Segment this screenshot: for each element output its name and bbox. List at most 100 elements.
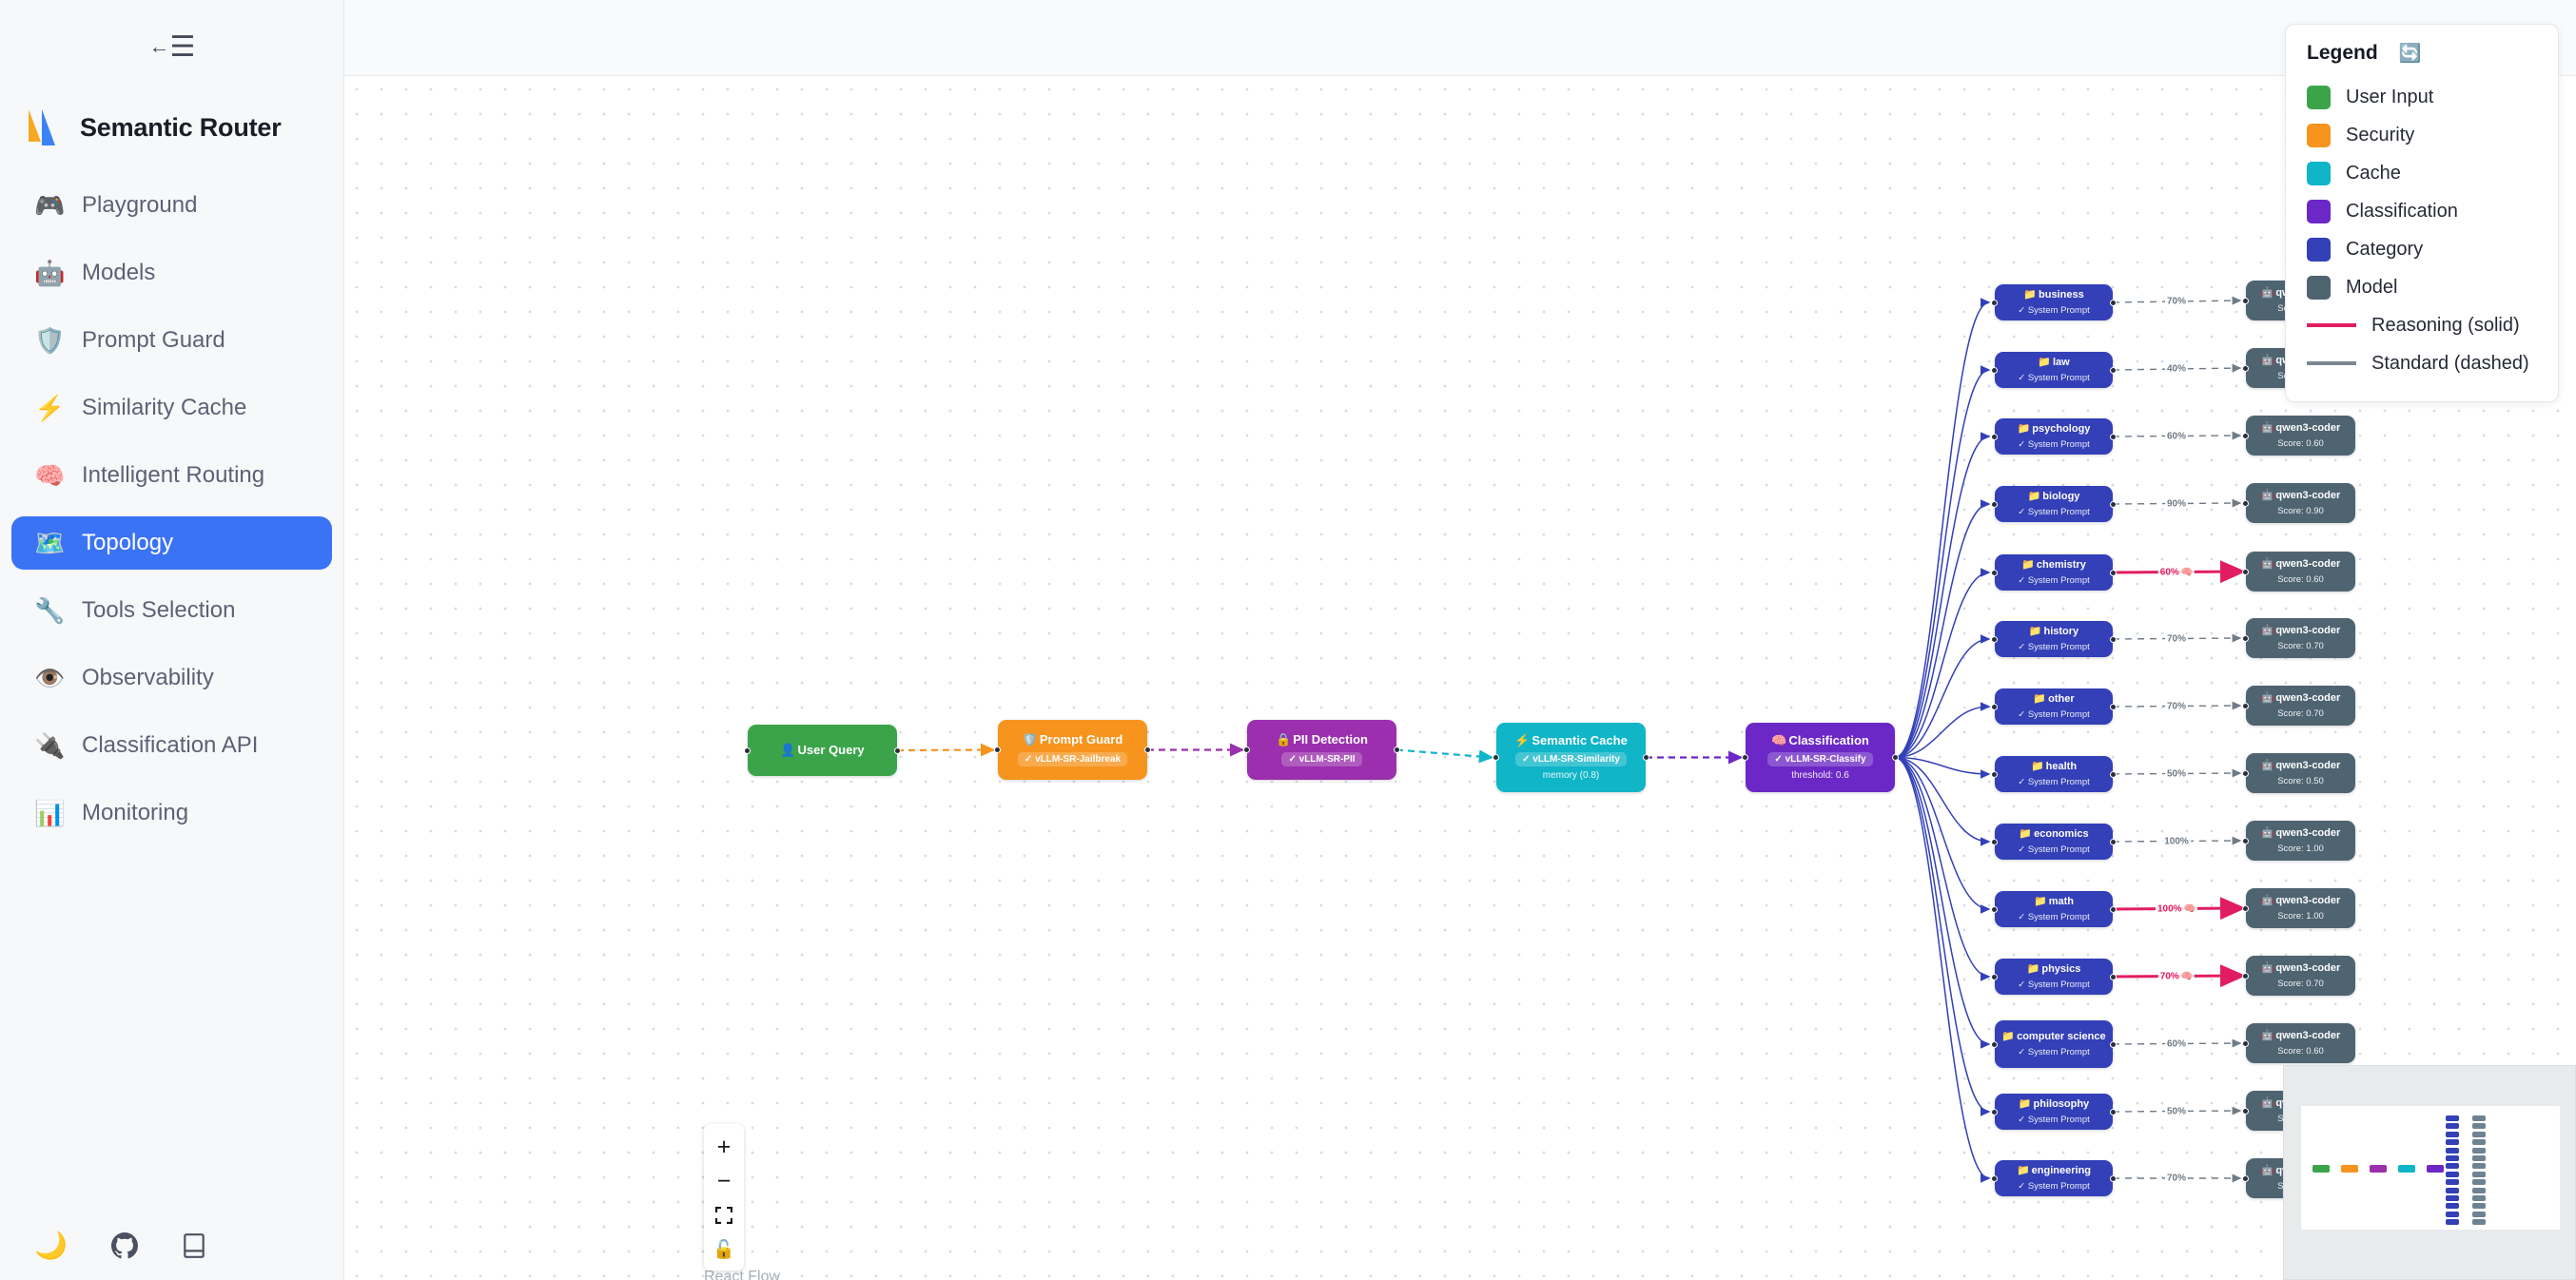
node-handle-right[interactable] <box>2110 1174 2117 1182</box>
github-icon[interactable] <box>110 1232 138 1259</box>
lock-button[interactable]: 🔓 <box>704 1232 744 1267</box>
node-handle-left[interactable] <box>1991 569 1998 576</box>
node-handle-left[interactable] <box>2242 1174 2249 1182</box>
category-node-health[interactable]: 📁health✓ System Prompt <box>1991 756 2117 792</box>
node-handle-right[interactable] <box>2110 299 2117 306</box>
node-handle-right[interactable] <box>1892 754 1899 761</box>
sidebar-item-prompt-guard[interactable]: 🛡️Prompt Guard <box>11 314 332 367</box>
zoom-in-button[interactable]: + <box>704 1130 744 1164</box>
pipeline-node-pii-detection[interactable]: 🔒PII Detection✓ vLLM-SR-PII <box>1243 720 1400 780</box>
node-handle-left[interactable] <box>2242 499 2249 507</box>
category-node-biology[interactable]: 📁biology✓ System Prompt <box>1991 486 2117 522</box>
node-handle-left[interactable] <box>1742 754 1748 761</box>
moon-icon[interactable]: 🌙 <box>34 1231 68 1260</box>
node-handle-left[interactable] <box>2242 568 2249 575</box>
node-handle-right[interactable] <box>2110 500 2117 508</box>
minimap[interactable] <box>2283 1065 2576 1280</box>
sidebar-item-similarity-cache[interactable]: ⚡Similarity Cache <box>11 381 332 435</box>
node-handle-left[interactable] <box>2242 432 2249 439</box>
node-handle-right[interactable] <box>2110 905 2117 913</box>
node-handle-left[interactable] <box>2242 904 2249 912</box>
category-node-math[interactable]: 📁math✓ System Prompt <box>1991 891 2117 927</box>
sidebar-item-classification-api[interactable]: 🔌Classification API <box>11 719 332 772</box>
flow-canvas[interactable]: 👤User Query🛡️Prompt Guard✓ vLLM-SR-Jailb… <box>344 77 2576 1280</box>
node-handle-left[interactable] <box>2242 634 2249 642</box>
node-handle-left[interactable] <box>994 747 1001 753</box>
category-node-psychology[interactable]: 📁psychology✓ System Prompt <box>1991 418 2117 455</box>
node-handle-left[interactable] <box>1991 1108 1998 1115</box>
node-handle-right[interactable] <box>1144 747 1151 753</box>
node-handle-left[interactable] <box>1991 1174 1998 1182</box>
sidebar-item-models[interactable]: 🤖Models <box>11 246 332 300</box>
node-handle-left[interactable] <box>2242 1039 2249 1047</box>
pipeline-node-prompt-guard[interactable]: 🛡️Prompt Guard✓ vLLM-SR-Jailbreak <box>994 720 1151 780</box>
node-handle-left[interactable] <box>1991 1040 1998 1048</box>
node-handle-left[interactable] <box>744 747 751 754</box>
node-handle-right[interactable] <box>2110 973 2117 980</box>
zoom-out-button[interactable]: − <box>704 1164 744 1198</box>
category-node-economics[interactable]: 📁economics✓ System Prompt <box>1991 824 2117 860</box>
node-handle-left[interactable] <box>1991 500 1998 508</box>
node-handle-right[interactable] <box>2110 366 2117 374</box>
node-handle-left[interactable] <box>1991 433 1998 440</box>
react-flow-attribution[interactable]: React Flow <box>704 1269 781 1280</box>
node-handle-right[interactable] <box>2110 703 2117 710</box>
node-handle-right[interactable] <box>2110 838 2117 845</box>
node-handle-left[interactable] <box>2242 297 2249 304</box>
category-node-history[interactable]: 📁history✓ System Prompt <box>1991 621 2117 657</box>
book-icon[interactable] <box>182 1232 206 1259</box>
category-node-computer-science[interactable]: 📁computer science✓ System Prompt <box>1991 1020 2117 1068</box>
node-handle-left[interactable] <box>1991 299 1998 306</box>
node-handle-right[interactable] <box>2110 770 2117 778</box>
node-handle-left[interactable] <box>1991 770 1998 778</box>
sidebar-item-observability[interactable]: 👁️Observability <box>11 651 332 705</box>
node-handle-right[interactable] <box>2110 635 2117 643</box>
node-handle-left[interactable] <box>2242 1107 2249 1115</box>
node-handle-right[interactable] <box>2110 1040 2117 1048</box>
node-handle-left[interactable] <box>1991 905 1998 913</box>
node-handle-right[interactable] <box>894 747 901 754</box>
category-node-other[interactable]: 📁other✓ System Prompt <box>1991 688 2117 725</box>
node-handle-right[interactable] <box>2110 569 2117 576</box>
sidebar-item-monitoring[interactable]: 📊Monitoring <box>11 786 332 840</box>
node-handle-right[interactable] <box>1394 747 1400 753</box>
node-handle-left[interactable] <box>1493 754 1499 761</box>
node-handle-left[interactable] <box>2242 837 2249 844</box>
category-node-physics[interactable]: 📁physics✓ System Prompt <box>1991 959 2117 995</box>
node-handle-left[interactable] <box>2242 769 2249 777</box>
node-handle-right[interactable] <box>2110 433 2117 440</box>
sidebar-item-intelligent-routing[interactable]: 🧠Intelligent Routing <box>11 449 332 502</box>
fit-view-button[interactable] <box>704 1198 744 1232</box>
category-node-philosophy[interactable]: 📁philosophy✓ System Prompt <box>1991 1094 2117 1130</box>
sidebar-item-topology[interactable]: 🗺️Topology <box>11 516 332 570</box>
node-handle-left[interactable] <box>1991 366 1998 374</box>
sidebar-item-playground[interactable]: 🎮Playground <box>11 179 332 232</box>
node-handle-left[interactable] <box>2242 364 2249 372</box>
sidebar-item-tools-selection[interactable]: 🔧Tools Selection <box>11 584 332 637</box>
refresh-icon[interactable]: 🔄 <box>2398 43 2422 64</box>
category-node-law[interactable]: 📁law✓ System Prompt <box>1991 352 2117 388</box>
node-handle-left[interactable] <box>2242 702 2249 709</box>
node-handle-right[interactable] <box>1643 754 1649 761</box>
node-handle-left[interactable] <box>1991 635 1998 643</box>
category-node-business[interactable]: 📁business✓ System Prompt <box>1991 284 2117 320</box>
node-handle-left[interactable] <box>1991 703 1998 710</box>
node-handle-right[interactable] <box>2110 1108 2117 1115</box>
category-node-engineering[interactable]: 📁engineering✓ System Prompt <box>1991 1160 2117 1196</box>
node-handle-left[interactable] <box>2242 972 2249 979</box>
node-handle-left[interactable] <box>1991 838 1998 845</box>
node-handle-left[interactable] <box>1243 747 1250 753</box>
node-handle-left[interactable] <box>1991 973 1998 980</box>
